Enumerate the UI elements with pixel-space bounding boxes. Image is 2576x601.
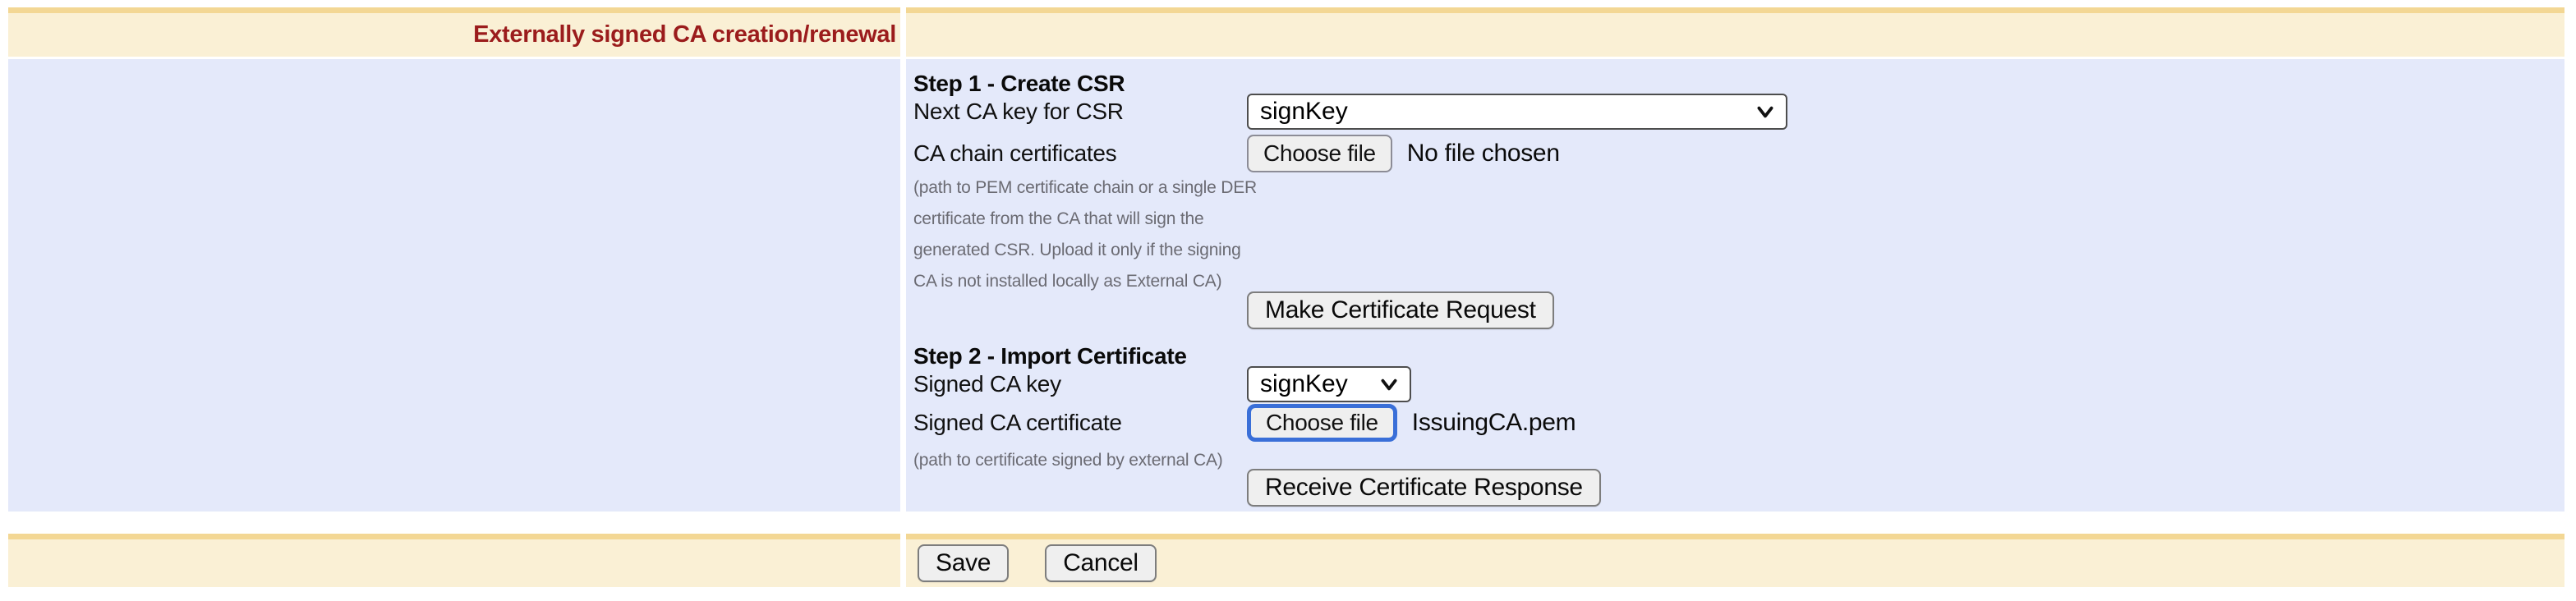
header-right-cell xyxy=(906,7,2564,57)
ca-chain-row: CA chain certificates Choose file No fil… xyxy=(913,135,2564,172)
signed-ca-key-label: Signed CA key xyxy=(913,371,1061,397)
footer-left-cell xyxy=(8,534,900,587)
chevron-down-icon xyxy=(1757,106,1773,118)
signed-ca-certificate-filename: IssuingCA.pem xyxy=(1411,409,1576,436)
ca-form-cell: Step 1 - Create CSR Next CA key for CSR … xyxy=(906,59,2564,512)
column-divider xyxy=(900,59,906,512)
next-ca-key-label: Next CA key for CSR xyxy=(913,99,1124,124)
step2-heading: Step 2 - Import Certificate xyxy=(913,343,1187,369)
ca-chain-file-status: No file chosen xyxy=(1406,140,1560,167)
footer-buttons: Save Cancel xyxy=(906,544,1157,582)
signed-ca-key-row: Signed CA key signKey xyxy=(913,366,2564,402)
help-line: generated CSR. Upload it only if the sig… xyxy=(913,241,1241,259)
next-ca-key-selected-value: signKey xyxy=(1260,98,1348,125)
column-divider xyxy=(900,7,906,57)
signed-ca-certificate-choose-file-button[interactable]: Choose file xyxy=(1247,404,1397,442)
help-line: CA is not installed locally as External … xyxy=(913,272,1222,291)
signed-ca-certificate-row: Signed CA certificate Choose file Issuin… xyxy=(913,404,2564,442)
next-ca-key-row: Next CA key for CSR signKey xyxy=(913,94,2564,130)
receive-certificate-response-button[interactable]: Receive Certificate Response xyxy=(1247,469,1601,507)
make-request-button-row: Make Certificate Request xyxy=(1247,291,2564,329)
signed-ca-certificate-help-text: (path to certificate signed by external … xyxy=(913,445,2564,476)
footer-row: Save Cancel xyxy=(0,534,2576,587)
help-line: (path to PEM certificate chain or a sing… xyxy=(913,178,1257,197)
signed-ca-key-select[interactable]: signKey xyxy=(1247,366,1411,402)
help-line: (path to certificate signed by external … xyxy=(913,451,1223,470)
step1-heading: Step 1 - Create CSR xyxy=(913,71,1125,96)
signed-ca-key-selected-value: signKey xyxy=(1260,370,1348,397)
ca-chain-label: CA chain certificates xyxy=(913,140,1117,166)
chevron-down-icon xyxy=(1381,378,1397,391)
ca-chain-choose-file-button[interactable]: Choose file xyxy=(1247,135,1392,172)
next-ca-key-select[interactable]: signKey xyxy=(1247,94,1787,130)
save-button[interactable]: Save xyxy=(918,544,1010,582)
column-divider xyxy=(900,534,906,587)
help-line: certificate from the CA that will sign t… xyxy=(913,209,1204,228)
signed-ca-certificate-label: Signed CA certificate xyxy=(913,410,1122,435)
footer-right-cell: Save Cancel xyxy=(906,534,2564,587)
cancel-button[interactable]: Cancel xyxy=(1045,544,1157,582)
ca-chain-help-text: (path to PEM certificate chain or a sing… xyxy=(913,172,2564,297)
header-left-cell: Externally signed CA creation/renewal xyxy=(8,7,900,57)
main-left-cell xyxy=(8,59,900,512)
header-row: Externally signed CA creation/renewal xyxy=(0,7,2576,57)
receive-response-button-row: Receive Certificate Response xyxy=(1247,469,2564,507)
main-row: Step 1 - Create CSR Next CA key for CSR … xyxy=(0,59,2576,512)
make-certificate-request-button[interactable]: Make Certificate Request xyxy=(1247,291,1554,329)
page-title: Externally signed CA creation/renewal xyxy=(473,21,896,48)
